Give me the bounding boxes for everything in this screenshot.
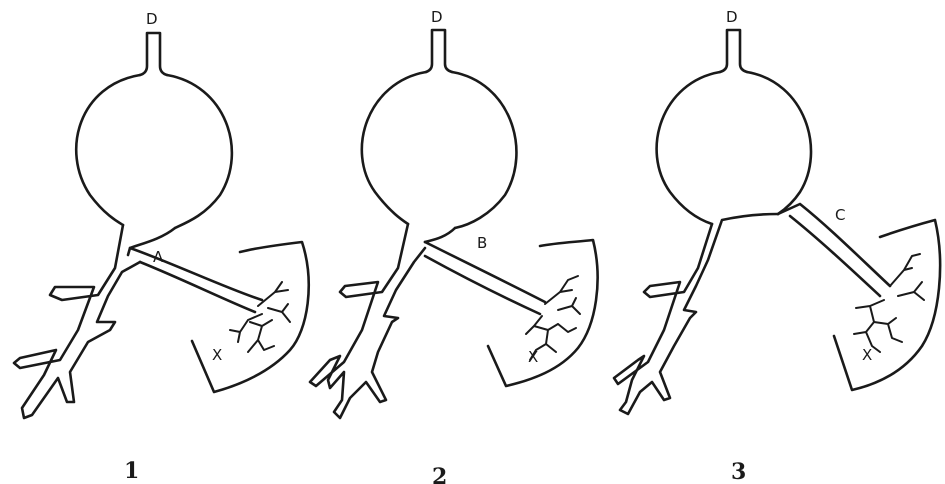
branch-label: B [477,234,487,252]
branch-label: A [153,248,164,266]
fan-region [192,242,309,392]
panel-1: A X D 1 [14,10,309,484]
neck-tube [426,30,452,72]
top-label: D [431,8,443,26]
top-label: D [146,10,158,28]
neck-tube [140,33,167,75]
region-label: X [212,346,222,364]
bulb [362,72,517,228]
bulb [76,75,232,228]
top-label: D [726,8,738,26]
panel-number: 1 [124,458,139,484]
fine-branches [854,254,924,352]
neck-tube [720,30,747,72]
region-label: X [528,348,538,366]
fan-region [488,240,598,386]
branch-tube [425,242,545,314]
branch-tube [778,204,890,296]
region-label: X [862,346,872,364]
panel-2: B X D 2 [310,8,598,484]
main-stem [614,214,778,414]
main-stem [310,224,455,418]
branch-label: C [835,206,845,224]
fan-region [834,220,940,390]
panel-3: C X D 3 [614,8,940,484]
bulb [657,72,811,224]
main-stem [14,225,175,418]
panel-number: 2 [432,464,447,484]
branch-tube [130,248,262,312]
panel-number: 3 [731,459,746,484]
